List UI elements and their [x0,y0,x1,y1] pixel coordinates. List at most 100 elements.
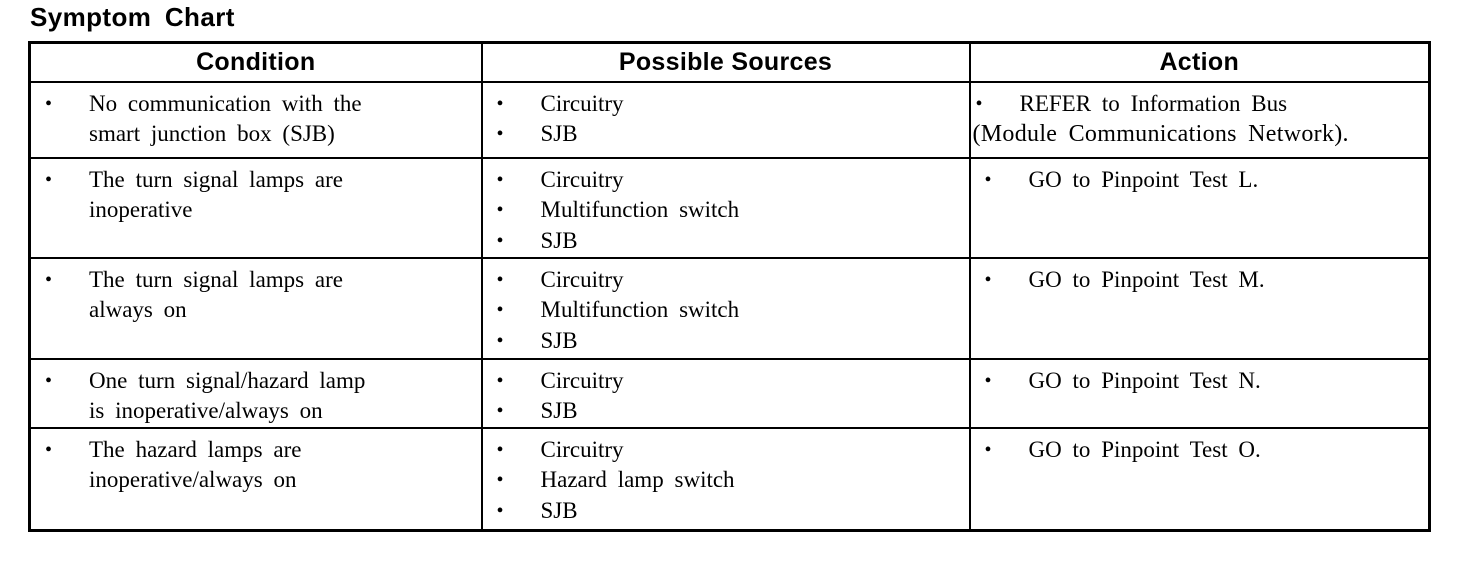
condition-line: inoperative [89,197,193,223]
list-item: • Circuitry [483,165,969,196]
condition-text: One turn signal/hazard lamp is inoperati… [89,366,477,427]
source-text: Circuitry [540,90,624,116]
condition-line: The hazard lamps are [89,436,302,462]
source-text: SJB [540,227,578,253]
sources-cell: • Circuitry • Hazard lamp switch • SJB [480,426,971,532]
list-item: • Multifunction switch [483,295,969,326]
column-header-possible-sources: Possible Sources [480,41,971,83]
list-item: • REFER to Information Bus [971,89,1429,120]
list-item: • SJB [483,326,969,357]
action-cell: • GO to Pinpoint Test L. [968,156,1431,259]
bullet-icon: • [45,438,53,461]
action-cell: • GO to Pinpoint Test M. [968,256,1431,360]
source-text: Circuitry [540,436,624,462]
list-item: • GO to Pinpoint Test L. [971,165,1429,196]
condition-cell: • The turn signal lamps are inoperative [28,156,483,259]
bullet-icon: • [496,400,504,423]
action-cell: • GO to Pinpoint Test N. [968,357,1431,429]
condition-cell: • One turn signal/hazard lamp is inopera… [28,357,483,429]
source-text: Circuitry [540,367,624,393]
action-text: REFER to Information Bus [1019,90,1288,116]
header-row: Condition Possible Sources Action [28,41,1431,83]
action-text: GO to Pinpoint Test M. [1028,266,1265,292]
table-row: • The hazard lamps are inoperative/alway… [28,426,1431,532]
list-item: • SJB [483,496,969,527]
bullet-icon: • [496,329,504,352]
table-row: • No communication with the smart juncti… [28,80,1431,159]
sources-cell: • Circuitry • Multifunction switch • SJB [480,256,971,360]
action-cell: • REFER to Information Bus (Module Commu… [968,80,1431,159]
condition-line: always on [89,297,187,323]
condition-cell: • The turn signal lamps are always on [28,256,483,360]
condition-text: The hazard lamps are inoperative/always … [89,435,477,496]
bullet-icon: • [45,168,53,191]
list-item: • GO to Pinpoint Test O. [971,435,1429,466]
bullet-icon: • [496,92,504,115]
condition-line: No communication with the [89,90,362,116]
condition-line: is inoperative/always on [89,398,323,424]
bullet-icon: • [496,438,504,461]
bullet-icon: • [496,299,504,322]
list-item: • One turn signal/hazard lamp is inopera… [31,366,481,427]
list-item: • The hazard lamps are inoperative/alway… [31,435,481,496]
list-item: • Circuitry [483,89,969,120]
bullet-icon: • [496,229,504,252]
condition-text: No communication with the smart junction… [89,89,477,150]
condition-text: The turn signal lamps are always on [89,265,477,326]
source-text: Hazard lamp switch [540,467,735,493]
bullet-icon: • [984,268,992,291]
source-text: Circuitry [540,166,624,192]
source-text: Multifunction switch [540,197,740,223]
action-text-overflow: (Module Communications Network). [972,121,1349,148]
bullet-icon: • [45,268,53,291]
bullet-icon: • [45,369,53,392]
table-row: • The turn signal lamps are inoperative … [28,156,1431,259]
action-text: GO to Pinpoint Test N. [1028,367,1261,393]
list-item: • GO to Pinpoint Test N. [971,366,1429,397]
list-item: • The turn signal lamps are inoperative [31,165,481,226]
bullet-icon: • [496,168,504,191]
condition-line: The turn signal lamps are [89,166,344,192]
condition-cell: • No communication with the smart juncti… [28,80,483,159]
list-item: • No communication with the smart juncti… [31,89,481,150]
bullet-icon: • [975,92,983,115]
table-row: • The turn signal lamps are always on • … [28,256,1431,360]
list-item: • Circuitry [483,366,969,397]
symptom-chart-table: Condition Possible Sources Action • No c… [28,40,1431,532]
source-text: SJB [540,398,578,424]
source-text: Circuitry [540,266,624,292]
bullet-icon: • [496,199,504,222]
list-item: • SJB [483,119,969,150]
bullet-icon: • [45,92,53,115]
source-text: Multifunction switch [540,297,740,323]
bullet-icon: • [496,268,504,291]
list-item: • The turn signal lamps are always on [31,265,481,326]
source-text: SJB [540,121,578,147]
sources-cell: • Circuitry • Multifunction switch • SJB [480,156,971,259]
bullet-icon: • [496,123,504,146]
condition-line: inoperative/always on [89,467,297,493]
source-text: SJB [540,497,578,523]
list-item: • Circuitry [483,435,969,466]
column-header-condition: Condition [28,41,483,83]
condition-line: smart junction box (SJB) [89,121,335,147]
action-text: GO to Pinpoint Test L. [1028,166,1259,192]
bullet-icon: • [984,168,992,191]
sources-cell: • Circuitry • SJB [480,357,971,429]
list-item: • Circuitry [483,265,969,296]
list-item: • SJB [483,396,969,427]
bullet-icon: • [496,469,504,492]
condition-cell: • The hazard lamps are inoperative/alway… [28,426,483,532]
bullet-icon: • [496,499,504,522]
list-item: • SJB [483,226,969,257]
bullet-icon: • [496,369,504,392]
bullet-icon: • [984,438,992,461]
column-header-action: Action [968,41,1431,83]
page-title: Symptom Chart [30,2,235,32]
list-item: • GO to Pinpoint Test M. [971,265,1429,296]
condition-line: One turn signal/hazard lamp [89,367,366,393]
list-item: • Multifunction switch [483,195,969,226]
action-cell: • GO to Pinpoint Test O. [968,426,1431,532]
table-row: • One turn signal/hazard lamp is inopera… [28,357,1431,429]
sources-cell: • Circuitry • SJB [480,80,971,159]
